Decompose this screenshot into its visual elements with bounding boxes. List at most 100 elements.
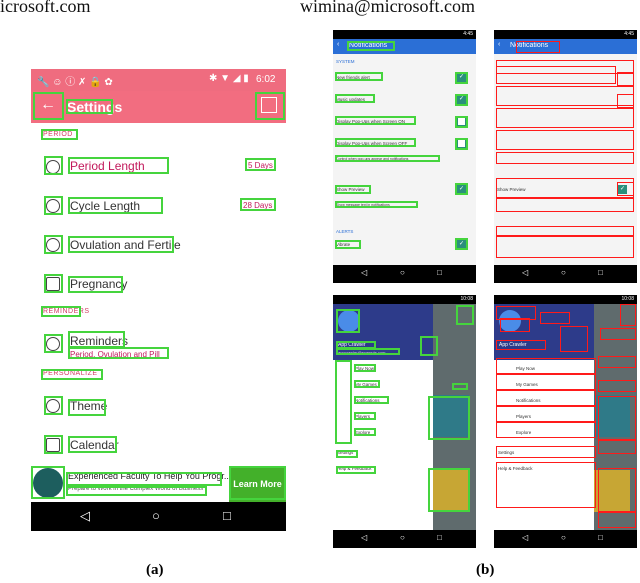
show-preview-row[interactable]: Show Preview [497,187,526,192]
recent-nav-icon[interactable]: □ [598,533,603,542]
notif-row-3[interactable]: Display Pop-Ups when Screen ON [336,119,406,124]
annotation-box [496,462,596,508]
annotation-box [455,183,468,195]
drawer-item[interactable]: Play Now [516,366,536,371]
annotation-box [335,138,416,147]
annotation-box [68,331,125,348]
checkbox-on-icon[interactable]: ✓ [618,185,627,194]
annotation-box [240,198,276,211]
drawer-settings[interactable]: Settings [337,450,354,455]
back-arrow-icon[interactable]: ‹ [498,41,501,48]
drawer-app-name: App Crawler [499,342,527,348]
game-tile[interactable] [433,395,469,437]
recent-nav-icon[interactable]: □ [598,268,603,277]
status-time: 10:08 [460,296,473,302]
nav-bar: ◁ ○ □ [31,502,286,531]
show-preview-row[interactable]: Show Preview [336,187,365,192]
drawer-help[interactable]: Help & Feedback [498,466,533,471]
annotation-box [496,198,634,212]
annotation-box [44,435,63,454]
back-nav-icon[interactable]: ◁ [361,533,368,542]
notif-row-1[interactable]: New friends alert [336,75,370,80]
annotation-box [336,348,400,355]
annotation-box [500,318,530,332]
cycle-length-label[interactable]: Cycle Length [70,199,141,213]
annotation-box [600,328,636,340]
home-nav-icon[interactable]: ○ [400,268,405,277]
annotation-box [66,486,207,496]
reminders-label[interactable]: Reminders [70,334,129,348]
drawer-item[interactable]: Explore [355,430,371,435]
annotation-box [496,390,596,406]
drawer-item[interactable]: Players [516,414,532,419]
drawer-settings[interactable]: Settings [498,450,515,455]
period-length-label[interactable]: Period Length [70,159,145,173]
home-nav-icon[interactable]: ○ [400,533,405,542]
drawer-help[interactable]: Help & Feedback [337,466,372,471]
back-nav-icon[interactable]: ◁ [522,533,529,542]
status-bar: 🔧 ☺ ⓘ ✗ 🔒 ✿ ✱ ▼ ◢ ▮ 6:02 [31,69,286,91]
annotation-box [41,306,81,317]
recent-nav-icon[interactable]: □ [437,268,442,277]
annotation-box [336,466,376,474]
toolbar: ‹ Notifications [494,39,637,54]
back-arrow-icon[interactable]: ‹ [337,41,340,48]
annotation-box [496,306,536,320]
recent-nav-icon[interactable]: □ [437,533,442,542]
home-nav-icon[interactable]: ○ [152,508,160,523]
annotation-box [347,41,395,51]
nav-bar: ◁ ○ □ [333,530,476,548]
annotation-box [598,468,636,512]
back-nav-icon[interactable]: ◁ [80,508,90,523]
notif-row-4[interactable]: Display Pop-Ups when Screen OFF [336,141,408,146]
drawer-item[interactable]: My Games [516,382,538,387]
drawer-item[interactable]: Notifications [516,398,541,403]
toolbar-title: Notifications [510,42,549,49]
drawer-item[interactable]: My Games [355,382,377,387]
learn-more-button[interactable]: Learn More [229,466,286,502]
recent-nav-icon[interactable]: □ [223,508,231,523]
drawer-item[interactable]: Players [355,414,371,419]
game-tile[interactable] [594,395,630,437]
annotation-box [68,157,169,174]
drawer-item[interactable]: Explore [516,430,532,435]
annotation-box [255,92,285,120]
drawer-email: appcrawler@example.com [338,350,386,355]
ad-line2: Prepare to Work in the Complex World of … [68,486,204,492]
calendar-label[interactable]: Calendar [70,438,119,452]
clock-icon [46,199,60,213]
vibrate-row[interactable]: Vibrate [336,242,351,247]
notifications-red: 4:45 ‹ Notifications Show Preview ✓ ◁ ○ … [494,30,637,283]
pregnancy-icon [46,277,60,291]
status-bar: 10:08 [333,295,476,304]
caption-b: (b) [476,562,495,578]
ovulation-label[interactable]: Ovulation and Fertile [70,238,181,252]
drawer-item[interactable]: Play Now [355,366,375,371]
annotation-box [496,340,546,350]
annotation-box [335,94,375,103]
notif-row-2[interactable]: Music updates [336,97,366,102]
game-tile[interactable] [594,470,630,512]
back-nav-icon[interactable]: ◁ [522,268,529,277]
theme-label[interactable]: Theme [70,399,108,413]
annotation-box [229,466,286,500]
annotation-box [41,129,78,140]
annotation-box [354,412,376,420]
gift-icon[interactable] [261,97,277,113]
annotation-box [496,236,634,258]
annotation-box [44,334,63,353]
game-tile[interactable] [433,470,469,512]
back-nav-icon[interactable]: ◁ [361,268,368,277]
home-nav-icon[interactable]: ○ [561,268,566,277]
back-arrow-icon[interactable]: ← [40,96,56,113]
status-icons-left: 🔧 ☺ ⓘ ✗ 🔒 ✿ [37,77,113,88]
period-length-value: 5 Days [248,161,273,170]
annotation-box [455,116,468,128]
home-nav-icon[interactable]: ○ [561,533,566,542]
drawer-item[interactable]: Notifications [355,398,380,403]
ad-logo [33,468,63,498]
annotation-box [452,383,468,390]
pregnancy-label[interactable]: Pregnancy [70,277,128,291]
annotation-box [335,155,440,162]
reminder-drop-icon [46,337,60,351]
